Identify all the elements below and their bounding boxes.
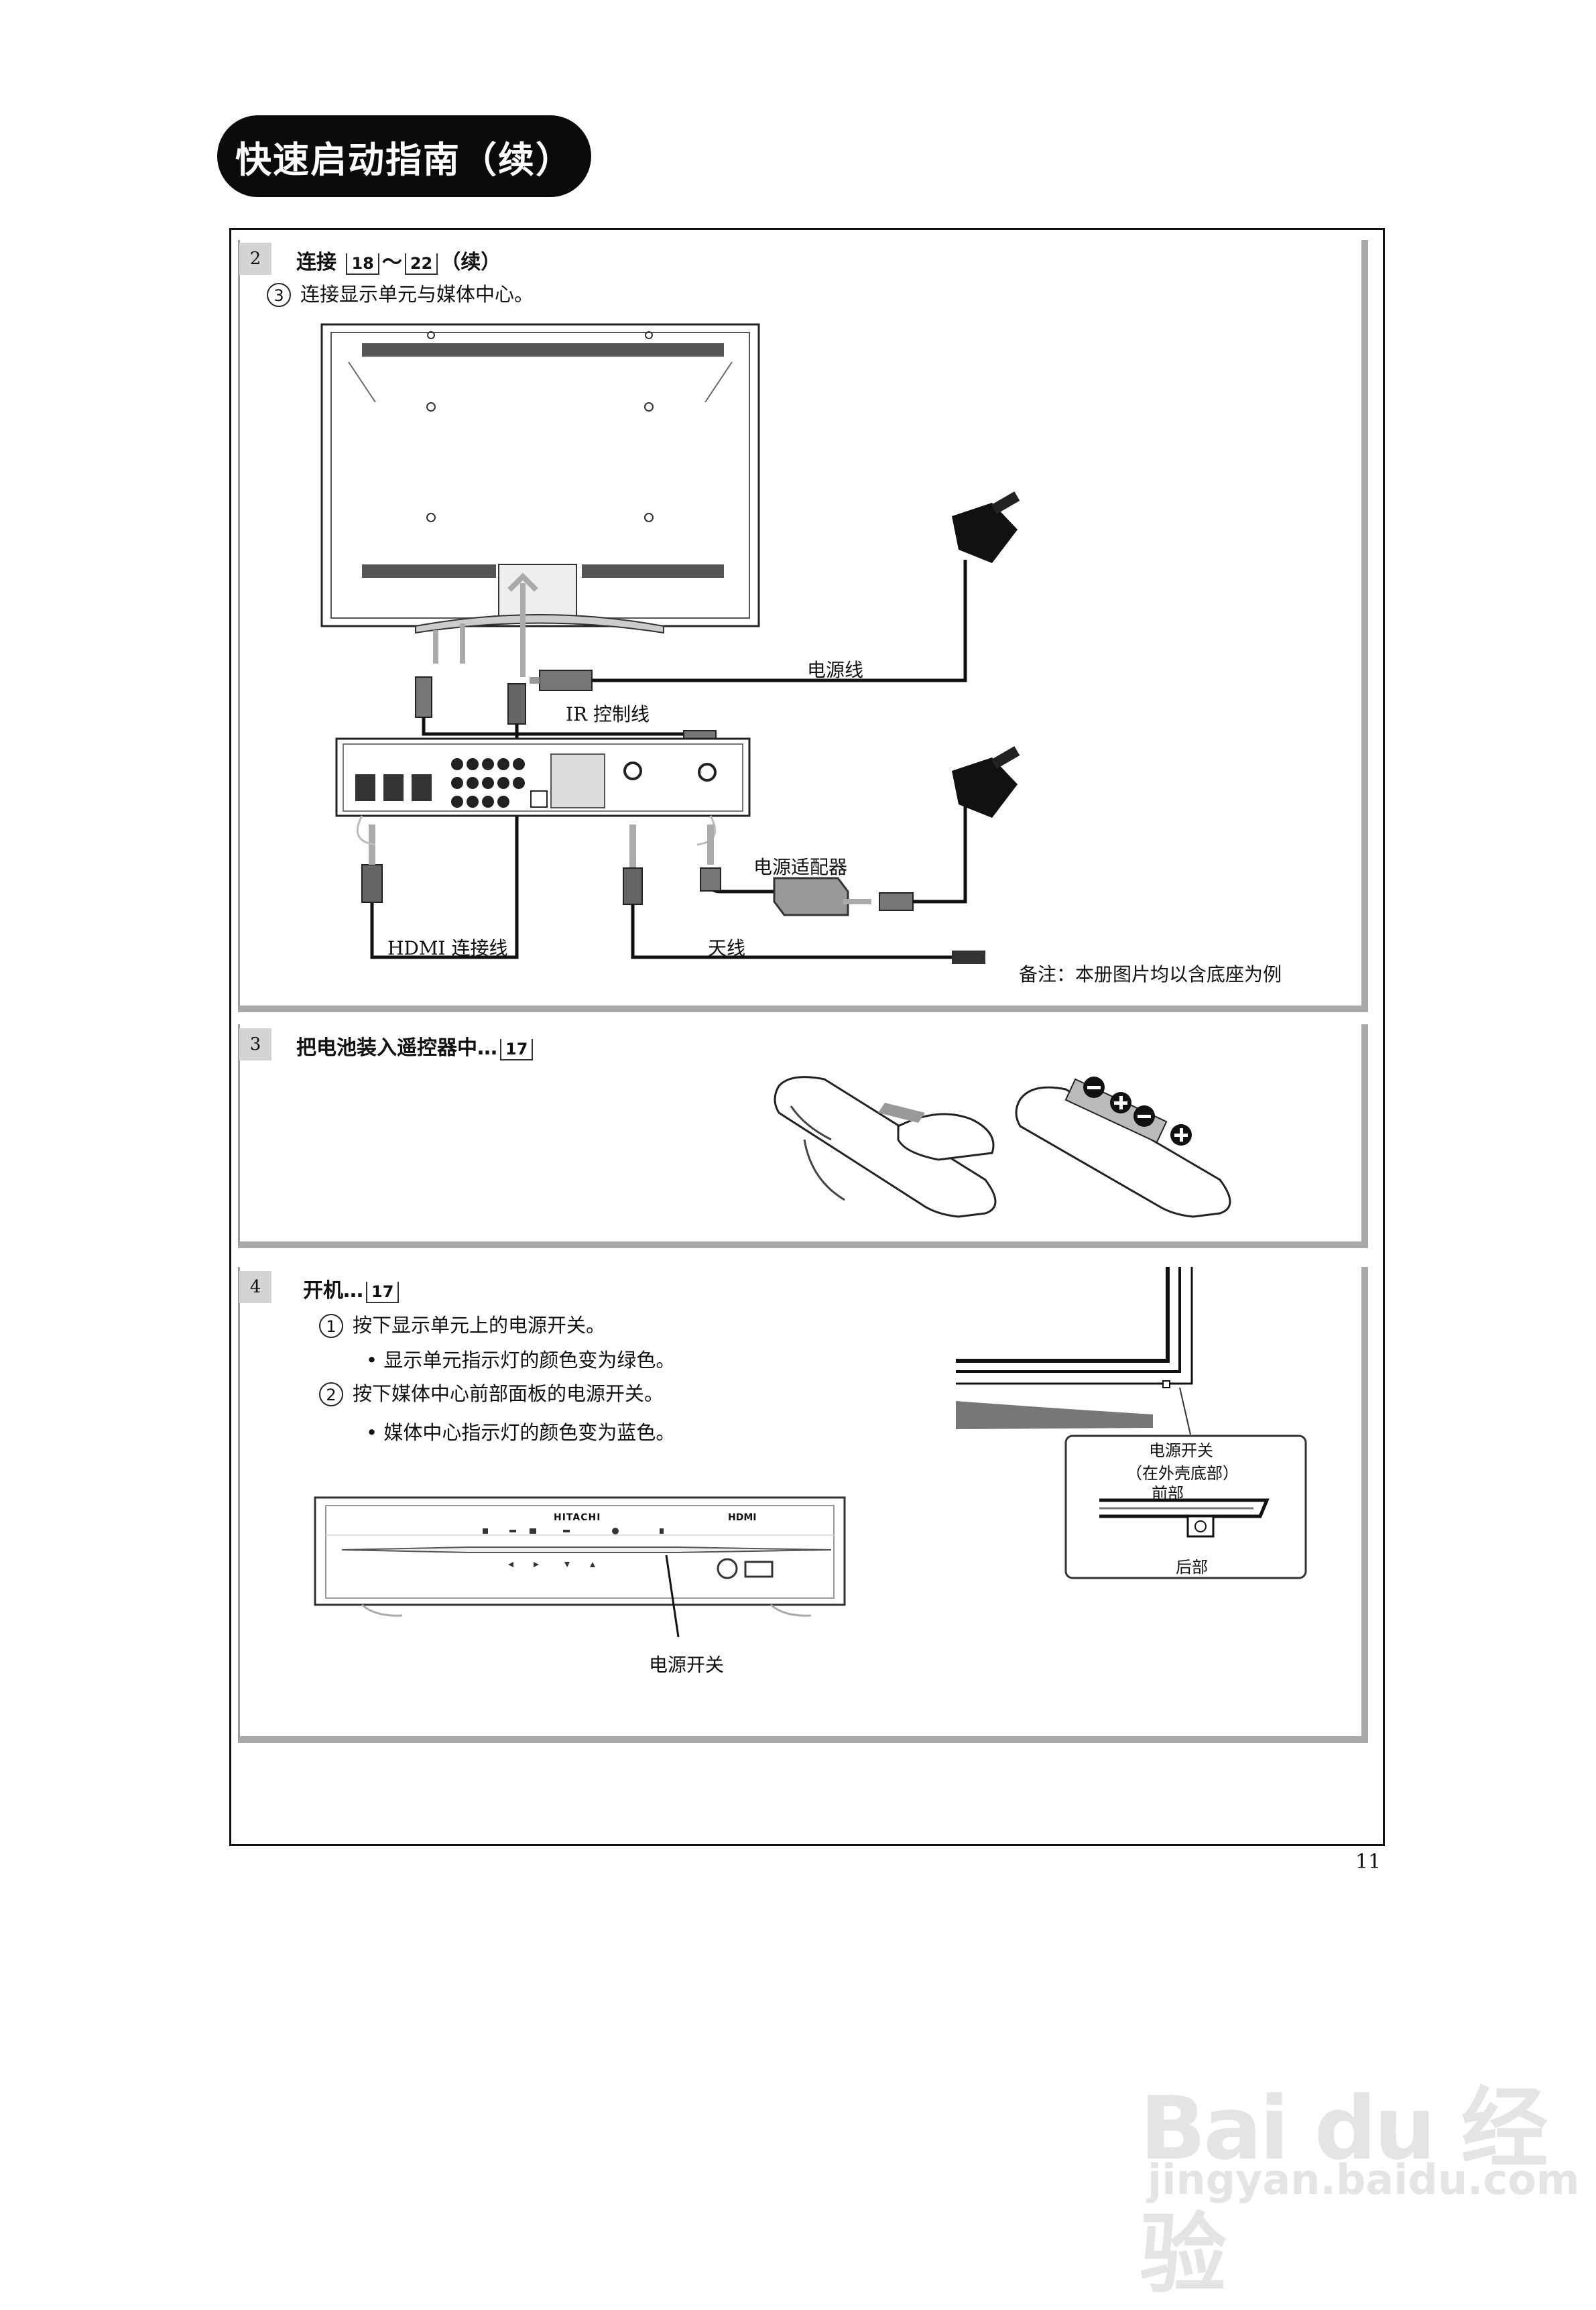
watermark-url: jingyan.baidu.com bbox=[1148, 2155, 1580, 2204]
step-2-ref-a: 18 bbox=[346, 253, 379, 275]
step-2-heading: 连接 18～22（续） bbox=[296, 245, 501, 275]
label-antenna: 天线 bbox=[708, 937, 746, 959]
page-number: 11 bbox=[1355, 1850, 1382, 1874]
media-center-hdmi-logo: HDMI bbox=[728, 1512, 757, 1523]
label-power-adapter: 电源适配器 bbox=[753, 856, 848, 878]
step-2-subitem-text: 连接显示单元与媒体中心。 bbox=[300, 283, 534, 306]
step-4-item-2-text: 按下媒体中心前部面板的电源开关。 bbox=[353, 1382, 664, 1405]
label-power-cord: 电源线 bbox=[807, 659, 864, 681]
step-4-item-1: 1 按下显示单元上的电源开关。 bbox=[319, 1310, 605, 1338]
callout-rear-label: 后部 bbox=[1176, 1558, 1208, 1577]
step-4-ref: 17 bbox=[366, 1282, 400, 1303]
step-2-subitem-number: 3 bbox=[267, 283, 291, 307]
step-4-item-2: 2 按下媒体中心前部面板的电源开关。 bbox=[319, 1378, 664, 1406]
step-2-range-sep: ～ bbox=[381, 251, 402, 274]
tv-power-switch-illustration bbox=[956, 1267, 1307, 1579]
callout-front-label: 前部 bbox=[1152, 1484, 1184, 1503]
tv-back-illustration bbox=[320, 323, 760, 664]
step-4-heading-text: 开机… bbox=[303, 1279, 363, 1302]
step-2-heading-suffix: （续） bbox=[440, 251, 501, 274]
step-2-heading-text: 连接 bbox=[296, 251, 336, 274]
step-2-number: 2 bbox=[239, 243, 271, 275]
step-2-section bbox=[238, 240, 1368, 1012]
step-4-number: 4 bbox=[239, 1271, 271, 1303]
media-center-brand: HITACHI bbox=[554, 1512, 601, 1523]
step-3-section bbox=[238, 1024, 1368, 1248]
step-2-subitem: 3 连接显示单元与媒体中心。 bbox=[267, 279, 534, 307]
power-plug-top bbox=[590, 491, 1020, 682]
step-4-heading: 开机…17 bbox=[303, 1274, 402, 1303]
remote-battery-illustration bbox=[774, 1076, 1231, 1218]
label-ir-cable: IR 控制线 bbox=[566, 703, 650, 725]
media-center-power-switch-label: 电源开关 bbox=[649, 1654, 725, 1676]
step-4-item-2-number: 2 bbox=[319, 1382, 343, 1406]
media-center-rear-illustration bbox=[335, 737, 751, 846]
page-title: 快速启动指南（续） bbox=[217, 115, 591, 197]
step-3-heading: 把电池装入遥控器中…17 bbox=[296, 1031, 536, 1060]
step-2-ref-b: 22 bbox=[404, 253, 438, 275]
step-4-section bbox=[238, 1267, 1368, 1743]
step-4-item-1-number: 1 bbox=[319, 1314, 343, 1338]
step-4-item-2-bullet: • 媒体中心指示灯的颜色变为蓝色。 bbox=[366, 1421, 676, 1444]
label-hdmi-cable: HDMI 连接线 bbox=[387, 937, 508, 959]
step-3-ref: 17 bbox=[500, 1039, 534, 1060]
step-4-item-1-bullet: • 显示单元指示灯的颜色变为绿色。 bbox=[366, 1349, 676, 1372]
step-4-item-1-text: 按下显示单元上的电源开关。 bbox=[353, 1314, 606, 1337]
content-frame bbox=[229, 228, 1385, 1846]
step-2-note: 备注：本册图片均以含底座为例 bbox=[1019, 963, 1282, 985]
media-center-front-illustration bbox=[314, 1496, 846, 1638]
step-3-number: 3 bbox=[239, 1028, 271, 1060]
step-3-heading-text: 把电池装入遥控器中… bbox=[296, 1036, 497, 1060]
callout-power-switch: 电源开关 bbox=[1149, 1441, 1213, 1460]
callout-power-switch-location: （在外壳底部） bbox=[1126, 1464, 1239, 1483]
connection-diagram bbox=[320, 323, 1020, 964]
